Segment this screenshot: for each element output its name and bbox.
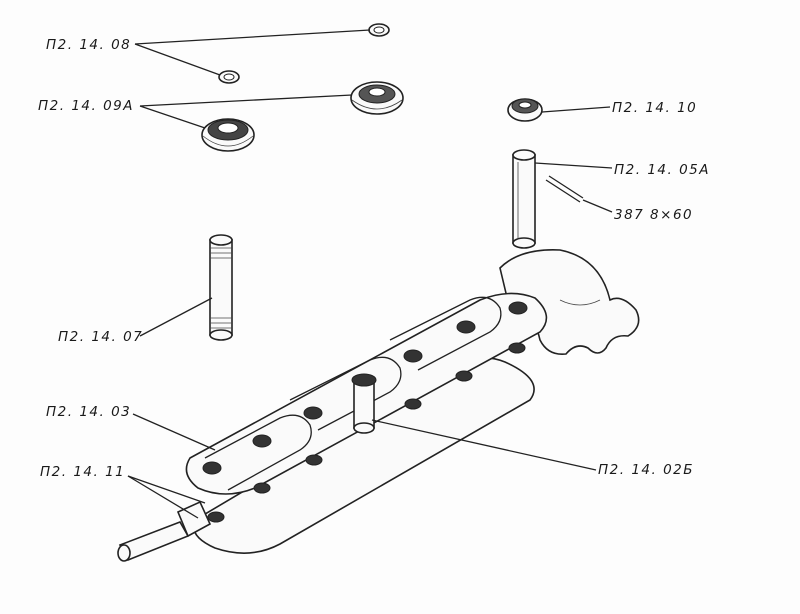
label-p2-14-03: П2. 14. 03 <box>46 404 131 420</box>
label-p2-14-11: П2. 14. 11 <box>40 464 125 480</box>
cotter-pin <box>545 175 584 203</box>
nut <box>507 98 543 122</box>
label-p2-14-09a: П2. 14. 09А <box>38 98 134 114</box>
retaining-ring-lower <box>218 70 240 84</box>
washer-right <box>350 81 404 115</box>
label-p2-14-02b: П2. 14. 02Б <box>598 462 694 478</box>
label-p2-14-08: П2. 14. 08 <box>46 37 131 53</box>
threaded-pin-07 <box>209 234 233 341</box>
chain-pin-02b <box>351 373 377 434</box>
leader-lines <box>127 29 613 519</box>
retaining-ring-top <box>368 23 390 37</box>
chain-assembly <box>117 292 548 562</box>
label-p2-14-07: П2. 14. 07 <box>58 329 143 345</box>
washer-left <box>201 118 255 152</box>
sprocket <box>499 249 640 356</box>
chain-end-shaft <box>117 500 212 562</box>
pin-05a <box>512 149 536 249</box>
label-p2-14-05a: П2. 14. 05А <box>614 162 710 178</box>
label-p2-14-10: П2. 14. 10 <box>612 100 697 116</box>
label-387-8x60: 387 8×60 <box>614 207 693 223</box>
